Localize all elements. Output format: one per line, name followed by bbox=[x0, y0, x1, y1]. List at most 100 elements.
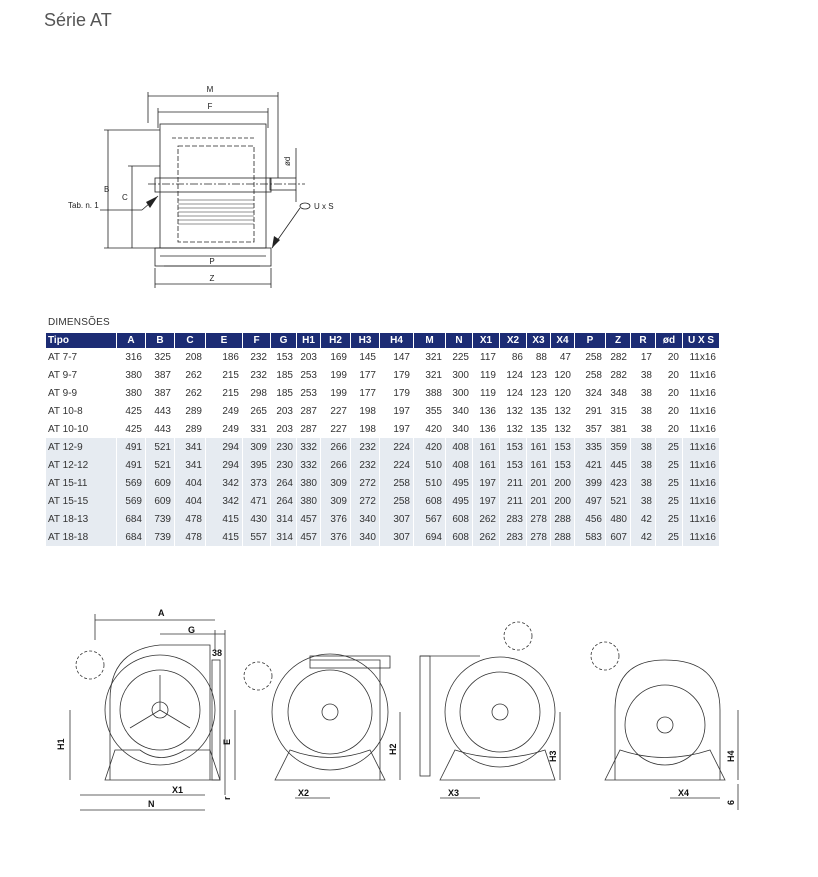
column-header: H4 bbox=[380, 333, 413, 348]
value-cell: 521 bbox=[146, 456, 174, 474]
value-cell: 203 bbox=[276, 405, 293, 417]
column-header: Tipo bbox=[46, 333, 116, 348]
value-cell: 199 bbox=[330, 387, 347, 399]
value-cell: 197 bbox=[473, 492, 499, 510]
label-r: r bbox=[222, 796, 232, 800]
value-cell: 331 bbox=[250, 423, 267, 435]
value-cell: 20 bbox=[667, 405, 679, 417]
value-cell: 684 bbox=[117, 528, 145, 546]
value-cell: 211 bbox=[500, 474, 526, 492]
value-cell: 457 bbox=[297, 528, 320, 546]
value-cell: 123 bbox=[530, 369, 547, 381]
value-cell: 289 bbox=[185, 405, 202, 417]
value-cell: 321 bbox=[425, 369, 442, 381]
value-cell: 609 bbox=[146, 492, 174, 510]
value-cell: 497 bbox=[575, 492, 605, 510]
value-cell: 608 bbox=[446, 528, 472, 546]
column-header: N bbox=[446, 333, 472, 348]
value-cell: 282 bbox=[610, 369, 627, 381]
value-cell: 324 bbox=[585, 387, 602, 399]
value-cell: 262 bbox=[473, 510, 499, 528]
value-cell: 147 bbox=[393, 351, 410, 363]
model-cell: AT 18-13 bbox=[46, 510, 116, 528]
value-cell: 11x16 bbox=[683, 528, 719, 546]
value-cell: 38 bbox=[640, 423, 652, 435]
fan-orientation-drawings: A G 38 H1 E N X1 r X2 H2 X3 H3 X4 H4 6 bbox=[56, 608, 739, 811]
value-cell: 153 bbox=[276, 351, 293, 363]
value-cell: 420 bbox=[425, 423, 442, 435]
value-cell: 20 bbox=[667, 369, 679, 381]
value-cell: 38 bbox=[640, 387, 652, 399]
column-header: ød bbox=[656, 333, 682, 348]
value-cell: 300 bbox=[452, 387, 469, 399]
value-cell: 25 bbox=[656, 492, 682, 510]
value-cell: 232 bbox=[250, 369, 267, 381]
value-cell: 230 bbox=[271, 456, 296, 474]
value-cell: 25 bbox=[656, 528, 682, 546]
value-cell: 607 bbox=[606, 528, 630, 546]
fan-orientation-3 bbox=[419, 621, 561, 799]
value-cell: 177 bbox=[359, 387, 376, 399]
value-cell: 321 bbox=[425, 351, 442, 363]
value-cell: 340 bbox=[351, 510, 379, 528]
value-cell: 408 bbox=[446, 456, 472, 474]
value-cell: 185 bbox=[276, 369, 293, 381]
value-cell: 227 bbox=[330, 423, 347, 435]
value-cell: 557 bbox=[243, 528, 270, 546]
value-cell: 395 bbox=[243, 456, 270, 474]
value-cell: 341 bbox=[175, 438, 205, 456]
value-cell: 186 bbox=[222, 351, 239, 363]
value-cell: 120 bbox=[554, 369, 571, 381]
value-cell: 201 bbox=[527, 474, 550, 492]
value-cell: 11x16 bbox=[683, 438, 719, 456]
value-cell: 430 bbox=[243, 510, 270, 528]
value-cell: 120 bbox=[554, 387, 571, 399]
value-cell: 443 bbox=[154, 405, 171, 417]
model-cell: AT 7-7 bbox=[48, 351, 78, 363]
value-cell: 342 bbox=[206, 474, 242, 492]
value-cell: 341 bbox=[175, 456, 205, 474]
value-cell: 227 bbox=[330, 405, 347, 417]
column-header: H2 bbox=[321, 333, 350, 348]
value-cell: 253 bbox=[300, 387, 317, 399]
column-header: U X S bbox=[683, 333, 719, 348]
value-cell: 224 bbox=[380, 438, 413, 456]
value-cell: 569 bbox=[117, 474, 145, 492]
fan-orientation-1 bbox=[69, 614, 236, 811]
value-cell: 161 bbox=[473, 456, 499, 474]
value-cell: 340 bbox=[452, 405, 469, 417]
value-cell: 11x16 bbox=[683, 492, 719, 510]
value-cell: 42 bbox=[631, 510, 655, 528]
value-cell: 38 bbox=[631, 438, 655, 456]
value-cell: 425 bbox=[125, 405, 142, 417]
value-cell: 471 bbox=[243, 492, 270, 510]
column-header: X4 bbox=[551, 333, 574, 348]
value-cell: 289 bbox=[185, 423, 202, 435]
value-cell: 169 bbox=[330, 351, 347, 363]
value-cell: 266 bbox=[321, 438, 350, 456]
column-header: R bbox=[631, 333, 655, 348]
value-cell: 283 bbox=[500, 510, 526, 528]
value-cell: 38 bbox=[631, 456, 655, 474]
value-cell: 197 bbox=[473, 474, 499, 492]
value-cell: 495 bbox=[446, 492, 472, 510]
value-cell: 288 bbox=[551, 528, 574, 546]
value-cell: 230 bbox=[271, 438, 296, 456]
value-cell: 332 bbox=[297, 438, 320, 456]
value-cell: 200 bbox=[551, 492, 574, 510]
value-cell: 161 bbox=[473, 438, 499, 456]
column-header: X1 bbox=[473, 333, 499, 348]
value-cell: 258 bbox=[380, 492, 413, 510]
value-cell: 88 bbox=[535, 351, 547, 363]
column-header: P bbox=[575, 333, 605, 348]
value-cell: 258 bbox=[585, 351, 602, 363]
label-h2: H2 bbox=[388, 743, 398, 755]
value-cell: 258 bbox=[585, 369, 602, 381]
value-cell: 179 bbox=[393, 387, 410, 399]
value-cell: 197 bbox=[393, 423, 410, 435]
label-h4: H4 bbox=[726, 750, 736, 762]
value-cell: 278 bbox=[527, 510, 550, 528]
